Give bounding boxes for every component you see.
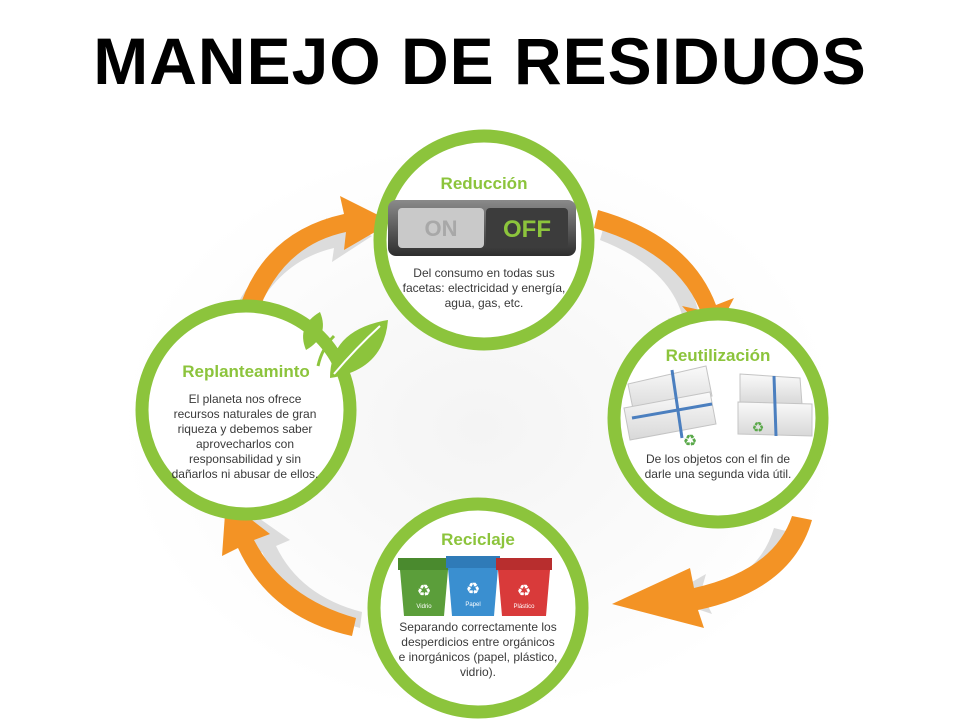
switch-off-label: OFF: [503, 216, 551, 243]
arrow-shadow-top-left: [230, 218, 372, 328]
stage-reduccion: ON OFF: [373, 129, 595, 351]
reutilizacion-text: De los objetos con el fin de darle una s…: [644, 452, 792, 481]
recycling-bins-icon: ♻ Vidrio ♻ Papel ♻ Plástico: [398, 556, 552, 616]
reciclaje-text: Separando correctamente los desperdicios…: [398, 620, 558, 679]
bin-vidrio-label: Vidrio: [416, 604, 432, 610]
stage-reutilizacion: ♻ ♻: [607, 307, 829, 529]
arrow-shadow-bottom-left: [248, 512, 362, 628]
replanteamiento-text: El planeta nos ofrece recursos naturales…: [171, 392, 319, 481]
arrow-reduccion-to-reutilizacion: [594, 210, 734, 340]
bin-plastico: ♻ Plástico: [496, 558, 552, 616]
stacked-bags-icon: ♻ ♻: [623, 365, 813, 450]
bin-papel-label: Papel: [465, 602, 480, 608]
stage-reciclaje: ♻ Vidrio ♻ Papel ♻ Plástico: [367, 497, 589, 719]
bin-papel: ♻ Papel: [446, 556, 500, 616]
svg-text:♻: ♻: [517, 583, 531, 600]
reduccion-text: Del consumo en todas sus facetas: electr…: [402, 266, 566, 310]
arrow-reutilizacion-to-reciclaje: [612, 516, 812, 628]
replanteamiento-ring: [135, 299, 357, 521]
reduccion-title: Reducción: [440, 174, 528, 193]
arrow-replanteamiento-to-reduccion: [238, 196, 392, 318]
power-switch-icon: ON OFF: [388, 200, 576, 256]
leaf-icon: [303, 312, 388, 378]
recycle-icon: ♻: [683, 433, 697, 450]
reutilizacion-title: Reutilización: [665, 346, 771, 365]
cycle-arrows: [222, 196, 812, 636]
svg-text:♻: ♻: [466, 581, 480, 598]
bin-vidrio: ♻ Vidrio: [398, 558, 450, 616]
reutilizacion-ring: [607, 307, 829, 529]
stage-replanteamiento: [135, 299, 388, 521]
replanteamiento-title: Replanteaminto: [182, 362, 310, 381]
svg-text:♻: ♻: [417, 583, 431, 600]
recycle-icon: ♻: [752, 419, 765, 435]
arrow-reciclaje-to-replanteamiento: [222, 500, 356, 636]
bin-plastico-label: Plástico: [513, 604, 535, 610]
switch-on-label: ON: [425, 216, 458, 241]
reciclaje-title: Reciclaje: [441, 530, 515, 549]
page-title: MANEJO DE RESIDUOS: [93, 24, 867, 98]
